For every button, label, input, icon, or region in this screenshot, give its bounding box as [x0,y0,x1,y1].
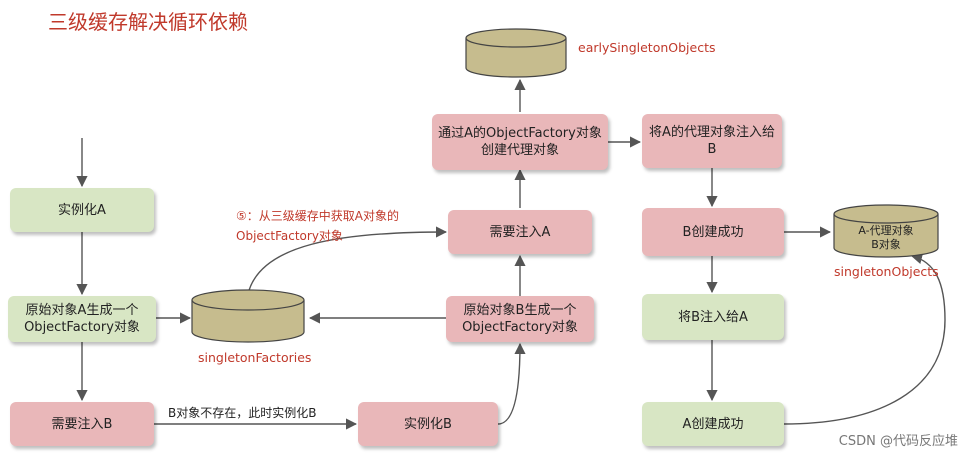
node-a-created: A创建成功 [642,402,784,446]
node-b-created: B创建成功 [642,208,784,256]
label-singleton-objects: singletonObjects [834,264,939,279]
cylinder-singletons [833,204,939,258]
label-singleton-factories: singletonFactories [198,350,312,365]
node-need-inject-a: 需要注入A [448,210,592,254]
annotation-step5: ⑤：从三级缓存中获取A对象的 ObjectFactory对象 [236,206,399,246]
watermark: CSDN @代码反应堆 [838,434,958,449]
annotation-step5-line1: ⑤：从三级缓存中获取A对象的 [236,209,399,223]
annotation-step5-line2: ObjectFactory对象 [236,229,343,243]
singletons-content-proxy-a: A-代理对象 [858,224,914,237]
arrow-instB-rawB [497,342,526,425]
node-raw-b-factory: 原始对象B生成一个ObjectFactory对象 [446,296,594,342]
node-inject-b-into-a: 将B注入给A [642,294,784,340]
label-early-singleton-objects: earlySingletonObjects [578,40,716,55]
cylinder-early [465,28,567,78]
arrow-factories-needA [247,226,448,295]
node-instantiate-b: 实例化B [358,402,498,446]
cylinder-factories [191,289,305,343]
node-raw-a-factory: 原始对象A生成一个ObjectFactory对象 [8,296,156,342]
node-instantiate-a: 实例化A [10,188,154,232]
node-create-proxy: 通过A的ObjectFactory对象创建代理对象 [432,114,608,170]
annotation-b-not-exist: B对象不存在，此时实例化B [168,406,317,420]
arrow-acreated-singletons [783,253,946,425]
singletons-content: A-代理对象 B对象 [834,224,938,252]
node-inject-proxy-into-b: 将A的代理对象注入给B [642,114,782,168]
diagram-title: 三级缓存解决循环依赖 [48,10,248,34]
singletons-content-b: B对象 [871,238,901,251]
node-need-inject-b: 需要注入B [10,402,154,446]
